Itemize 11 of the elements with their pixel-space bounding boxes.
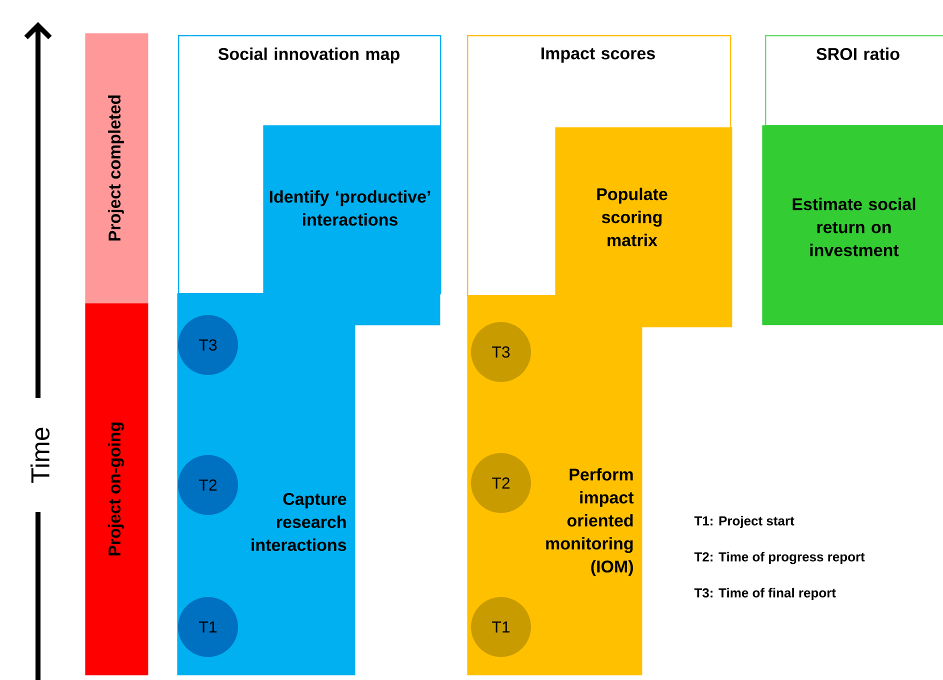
node-label: Capture research interactions bbox=[252, 492, 346, 552]
key-note: T3: Time of final report bbox=[694, 588, 836, 600]
key-note: T2: Time of progress report bbox=[694, 552, 865, 564]
step-box: Estimate social return on investment bbox=[762, 125, 943, 326]
phase-band: Project completed bbox=[85, 33, 148, 304]
node-label: Identify ‘productive’ interactions bbox=[270, 190, 430, 226]
step-box: Populate scoring matrix bbox=[555, 127, 732, 328]
axis-label: Time bbox=[30, 428, 50, 483]
phase-band: Project on-going bbox=[85, 303, 148, 676]
key-note: T1: Project start bbox=[694, 516, 794, 528]
step-box: Identify ‘productive’ interactions bbox=[263, 125, 440, 326]
